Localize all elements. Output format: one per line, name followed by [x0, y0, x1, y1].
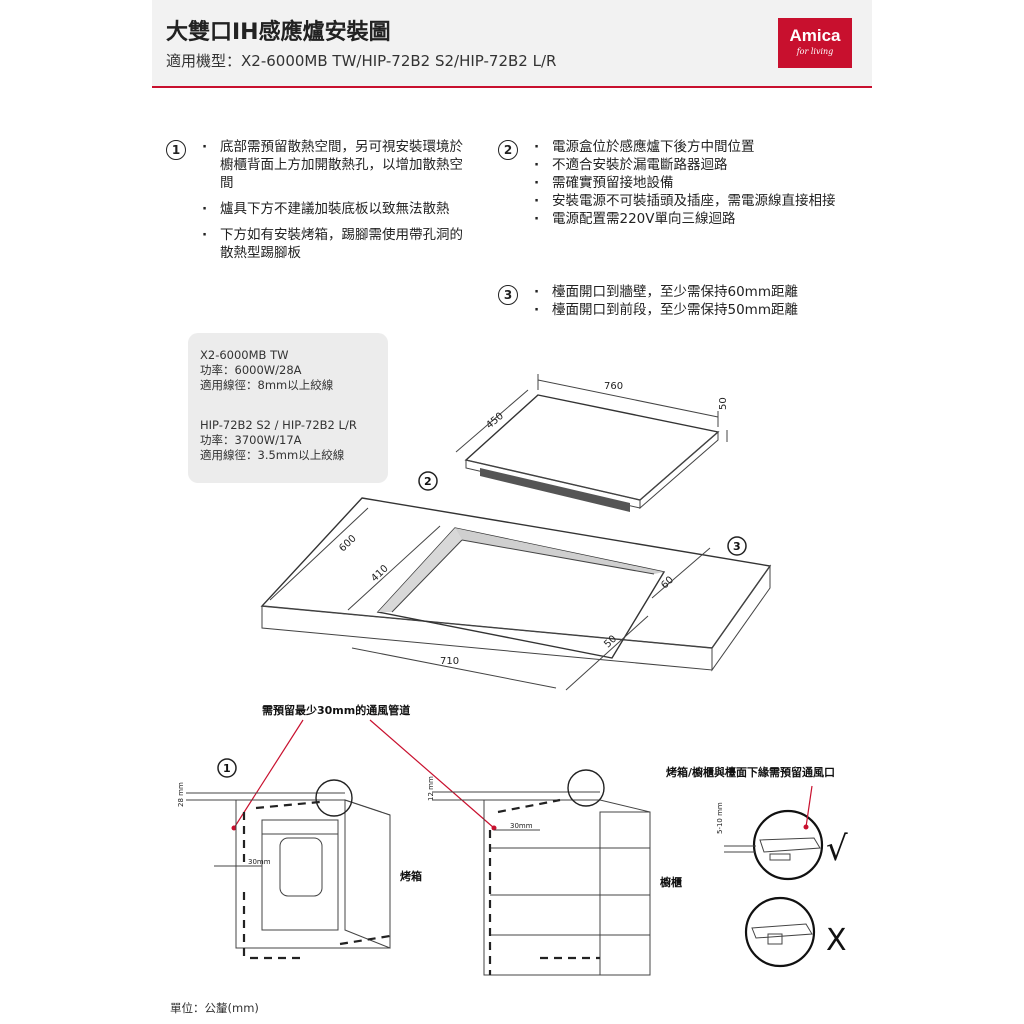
- note-2-item: 不適合安裝於漏電斷路器迴路: [532, 156, 862, 174]
- note-1: 底部需預留散熱空間，另可視安裝環境於櫥櫃背面上方加開散熱孔，以增加散熱空間 爐具…: [200, 138, 470, 270]
- cross-mark: X: [826, 923, 847, 958]
- dim-50: 50: [602, 634, 619, 651]
- spec-model-1: X2-6000MB TW: [200, 348, 289, 362]
- cooktop-drawing: [464, 394, 720, 512]
- oven-cabinet-section: 28 mm 30mm 烤箱: [177, 779, 422, 960]
- header-band: [152, 0, 872, 86]
- note-2-number: 2: [498, 140, 518, 160]
- dim-450: 450: [484, 411, 506, 432]
- note-2-item: 電源盒位於感應爐下後方中間位置: [532, 138, 862, 156]
- detail-circle-a: [315, 779, 353, 817]
- note-1-item: 爐具下方不建議加裝底板以致無法散熱: [200, 200, 470, 218]
- dim-5-10mm: 5-10 mm: [716, 802, 724, 834]
- check-mark: √: [826, 829, 848, 869]
- marker-1-circle: [217, 758, 237, 778]
- vent-label: 需預留最少30mm的通風管道: [262, 703, 410, 717]
- dim-50-top: 50: [718, 397, 729, 410]
- brand-tagline: for living: [796, 47, 834, 56]
- note-3-number: 3: [498, 285, 518, 305]
- note-2-item: 需確實預留接地設備: [532, 174, 862, 192]
- spec-power-1: 功率：6000W/28A: [200, 363, 302, 377]
- dim-30mm-b: 30mm: [510, 822, 533, 830]
- page-subtitle: 適用機型：X2-6000MB TW/HIP-72B2 S2/HIP-72B2 L…: [166, 52, 557, 70]
- header-rule: [152, 86, 872, 88]
- detail-correct: 5-10 mm √: [716, 785, 848, 881]
- note-1-item: 底部需預留散熱空間，另可視安裝環境於櫥櫃背面上方加開散熱孔，以增加散熱空間: [200, 138, 470, 192]
- note-3-item: 檯面開口到前段，至少需保持50mm距離: [532, 301, 862, 319]
- brand-name: Amica: [789, 26, 841, 45]
- spec-wire-1: 適用線徑：8mm以上絞線: [200, 378, 334, 392]
- dim-600: 600: [337, 533, 358, 554]
- gap-label: 烤箱/櫥櫃與檯面下緣需預留通風口: [666, 765, 835, 779]
- dim-760: 760: [604, 381, 623, 392]
- note-1-number: 1: [166, 140, 186, 160]
- marker-2: 2: [424, 475, 432, 488]
- note-3-item: 檯面開口到牆壁，至少需保持60mm距離: [532, 283, 862, 301]
- countertop-drawing: [260, 497, 772, 672]
- dim-710: 710: [440, 656, 459, 667]
- spec-wire-2: 適用線徑：3.5mm以上絞線: [200, 448, 345, 462]
- cooktop-dimensions: 760 450 50: [455, 374, 729, 453]
- red-dot-left: [231, 825, 237, 831]
- note-2-item: 安裝電源不可裝插頭及插座，需電源線直接相接: [532, 192, 862, 210]
- oven-label: 烤箱: [400, 869, 422, 883]
- unit-footer: 單位：公釐(mm): [170, 1001, 259, 1015]
- detail-wrong: X: [744, 896, 847, 968]
- marker-3-circle: [727, 536, 747, 556]
- dim-410: 410: [369, 563, 390, 584]
- spec-power-2: 功率：3700W/17A: [200, 433, 302, 447]
- note-2: 電源盒位於感應爐下後方中間位置 不適合安裝於漏電斷路器迴路 需確實預留接地設備 …: [532, 138, 862, 228]
- dim-30mm-a: 30mm: [248, 858, 271, 866]
- detail-circle-b: [567, 769, 605, 807]
- brand-logo: Amica for living: [778, 18, 852, 68]
- marker-2-circle: [418, 471, 438, 491]
- page-title: 大雙口IH感應爐安裝圖: [166, 20, 391, 45]
- dim-12mm: 12 mm: [427, 776, 435, 801]
- cabinet-label: 櫥櫃: [660, 875, 682, 889]
- marker-1: 1: [223, 762, 231, 775]
- note-3: 檯面開口到牆壁，至少需保持60mm距離 檯面開口到前段，至少需保持50mm距離: [532, 283, 862, 319]
- drawer-cabinet-section: 12 mm 30mm 櫥櫃: [427, 769, 682, 976]
- red-dot-right: [491, 825, 497, 831]
- spec-box: [188, 333, 388, 483]
- dim-28mm: 28 mm: [177, 782, 185, 807]
- spec-model-2: HIP-72B2 S2 / HIP-72B2 L/R: [200, 418, 357, 432]
- note-2-item: 電源配置需220V單向三線迴路: [532, 210, 862, 228]
- dim-60: 60: [659, 575, 676, 592]
- marker-3: 3: [733, 540, 741, 553]
- note-1-item: 下方如有安裝烤箱，踢腳需使用帶孔洞的散熱型踢腳板: [200, 226, 470, 262]
